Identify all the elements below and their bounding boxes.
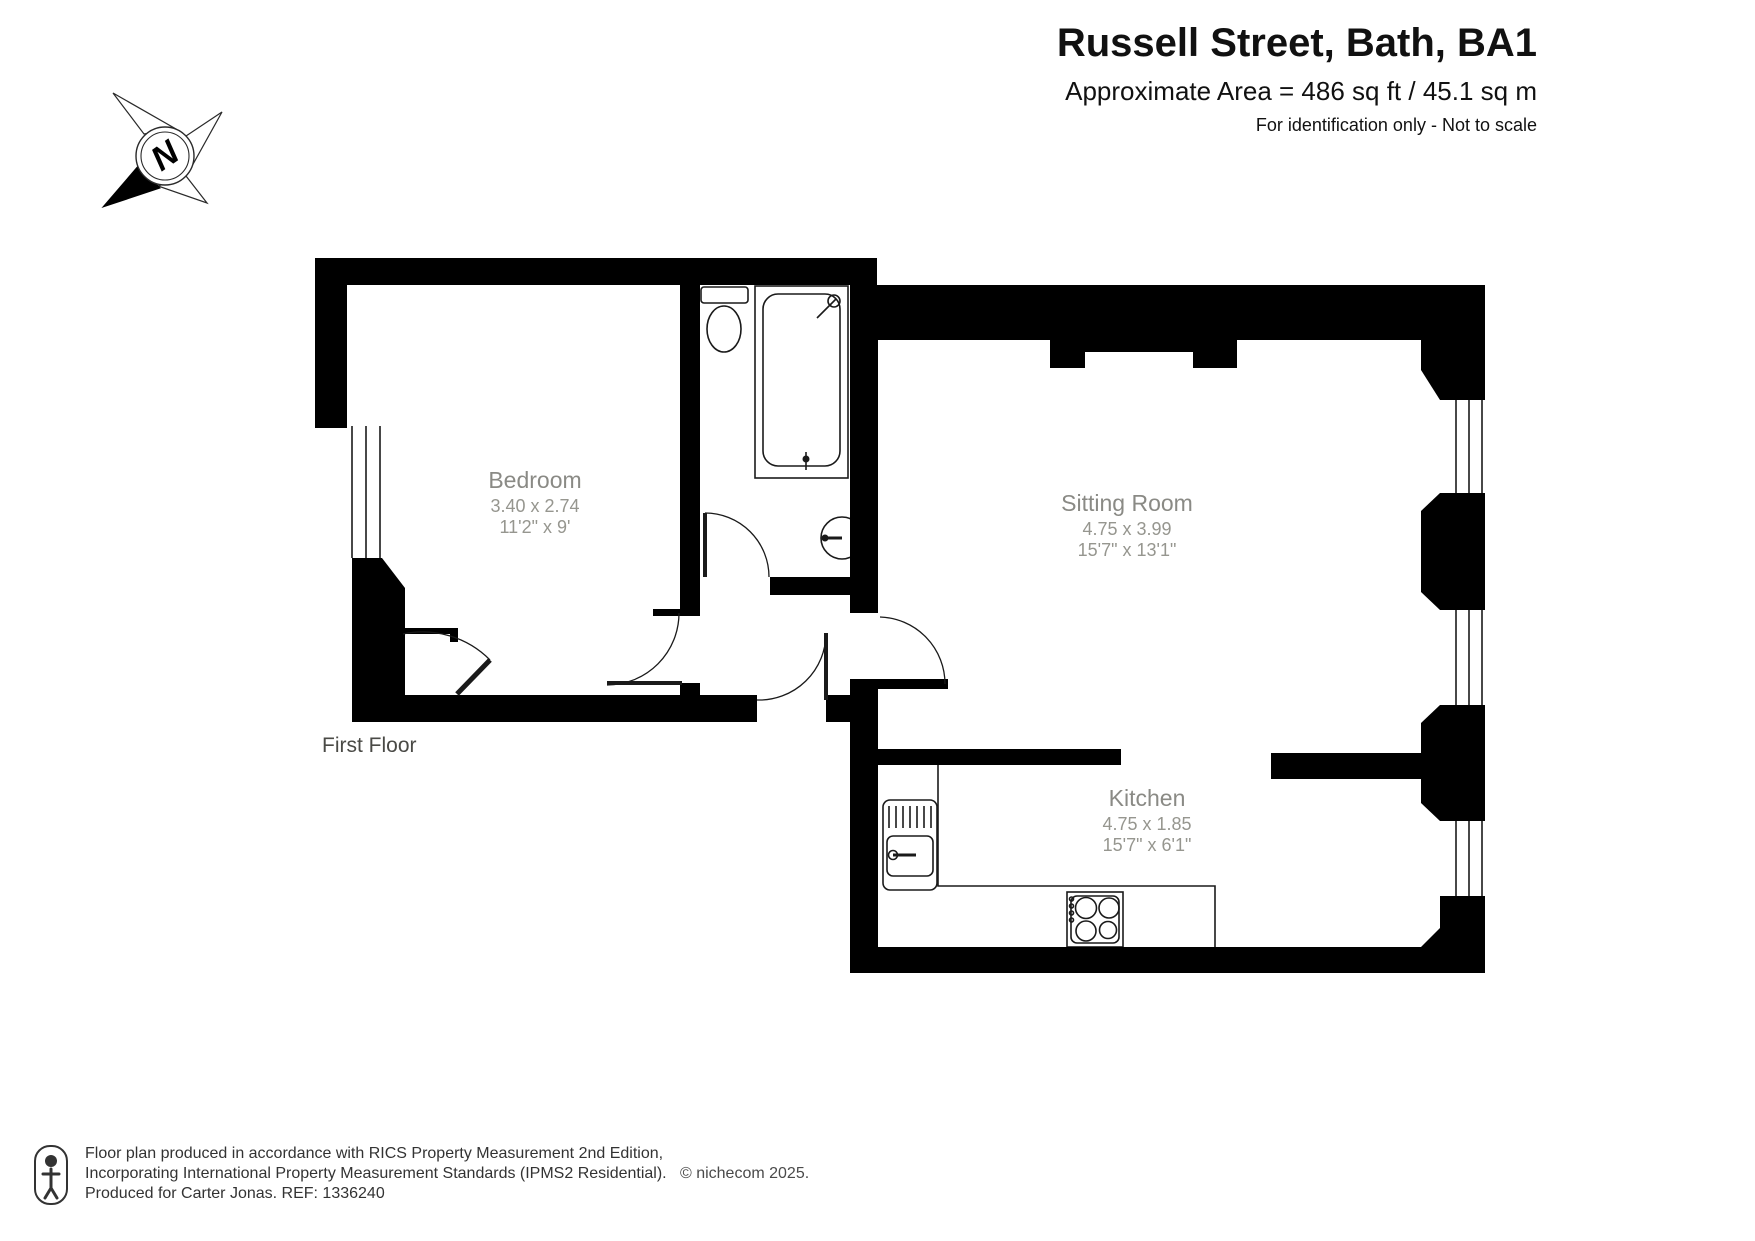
scale-note: For identification only - Not to scale — [1255, 115, 1537, 135]
window-west — [351, 426, 381, 558]
svg-text:Kitchen: Kitchen — [1109, 785, 1186, 811]
svg-text:15'7" x 13'1": 15'7" x 13'1" — [1078, 540, 1177, 560]
toilet-icon — [700, 286, 749, 353]
hob-icon — [1066, 891, 1124, 948]
bathtub-icon — [754, 285, 849, 479]
window-right-3 — [1455, 821, 1483, 896]
window-right-2 — [1455, 610, 1483, 705]
compass-icon: N — [101, 92, 223, 209]
footer: Floor plan produced in accordance with R… — [33, 1144, 809, 1206]
room-label-sitting-room: Sitting Room 4.75 x 3.99 15'7" x 13'1" — [1061, 490, 1193, 560]
bathroom-door — [703, 512, 770, 578]
kitchen-fixtures — [882, 765, 1216, 948]
room-label-bedroom: Bedroom 3.40 x 2.74 11'2" x 9' — [488, 467, 581, 537]
svg-text:4.75 x 3.99: 4.75 x 3.99 — [1082, 519, 1171, 539]
room-label-kitchen: Kitchen 4.75 x 1.85 15'7" x 6'1" — [1102, 785, 1191, 855]
header: Russell Street, Bath, BA1 Approximate Ar… — [1057, 22, 1537, 136]
entrance-door — [756, 632, 828, 701]
cupboard-door — [400, 628, 492, 696]
footer-line-2: Incorporating International Property Mea… — [85, 1165, 810, 1182]
walls — [315, 258, 1485, 973]
approximate-area: Approximate Area = 486 sq ft / 45.1 sq m — [1065, 76, 1537, 106]
counter-edge — [937, 765, 1216, 947]
doors — [400, 512, 946, 701]
page-title: Russell Street, Bath, BA1 — [1056, 21, 1537, 65]
bathroom-fixtures — [700, 285, 864, 560]
svg-text:4.75 x 1.85: 4.75 x 1.85 — [1102, 814, 1191, 834]
footer-line-1: Floor plan produced in accordance with R… — [85, 1145, 664, 1162]
person-icon — [34, 1145, 68, 1205]
windows — [351, 400, 1483, 896]
bedroom-door — [606, 612, 682, 686]
svg-text:3.40 x 2.74: 3.40 x 2.74 — [490, 496, 579, 516]
svg-text:11'2" x 9': 11'2" x 9' — [500, 517, 571, 537]
svg-text:Sitting Room: Sitting Room — [1061, 490, 1193, 516]
window-right-1 — [1455, 400, 1483, 493]
sitting-room-door — [879, 616, 946, 685]
copyright: © nichecom 2025. — [679, 1165, 810, 1182]
sink-icon — [882, 799, 938, 891]
floor-label: First Floor — [322, 734, 417, 757]
svg-text:15'7" x 6'1": 15'7" x 6'1" — [1103, 835, 1192, 855]
svg-text:Bedroom: Bedroom — [488, 467, 581, 493]
footer-text: Floor plan produced in accordance with R… — [85, 1144, 809, 1204]
footer-line-3: Produced for Carter Jonas. REF: 1336240 — [85, 1185, 385, 1202]
